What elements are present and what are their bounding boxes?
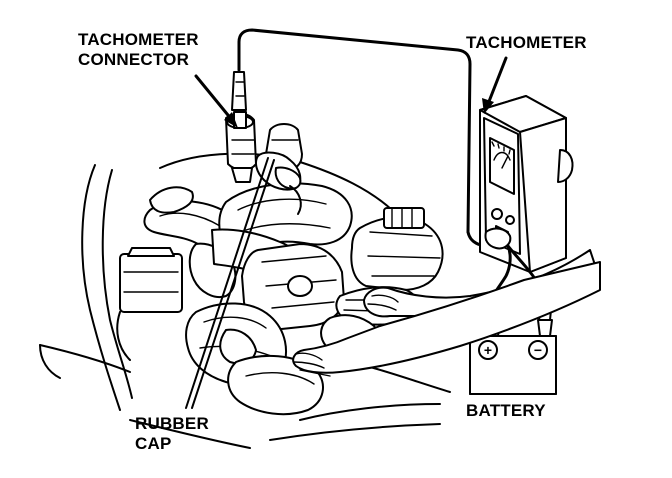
battery: + − — [469, 335, 557, 395]
technician-hands — [292, 249, 601, 377]
tachometer-connector-label-line2: CONNECTOR — [78, 50, 190, 69]
engine-body — [39, 152, 451, 449]
leader-lines — [185, 56, 508, 409]
tachometer-meter — [479, 95, 574, 273]
rubber-cap-label-line2: CAP — [135, 434, 172, 453]
tachometer-connector — [225, 111, 257, 183]
tachometer-connector-arrow-shaft — [194, 74, 234, 122]
tachometer-connector-arrowhead — [224, 112, 238, 128]
tachometer-arrow-shaft — [486, 56, 508, 106]
battery-label: BATTERY — [466, 401, 546, 420]
tachometer-label: TACHOMETER — [466, 33, 587, 52]
tachometer-arrowhead — [482, 98, 494, 114]
rubber-cap-label-line1: RUBBER — [135, 414, 209, 433]
battery-positive-sign: + — [484, 342, 492, 358]
rubber-cap-label: RUBBER CAP — [135, 414, 209, 454]
tachometer-connector-label-line1: TACHOMETER — [78, 30, 199, 49]
rubber-cap-leader-2 — [191, 159, 275, 409]
battery-negative-sign: − — [534, 342, 542, 358]
tachometer-connector-label: TACHOMETER CONNECTOR — [78, 30, 199, 70]
rubber-cap-leader — [185, 157, 269, 409]
